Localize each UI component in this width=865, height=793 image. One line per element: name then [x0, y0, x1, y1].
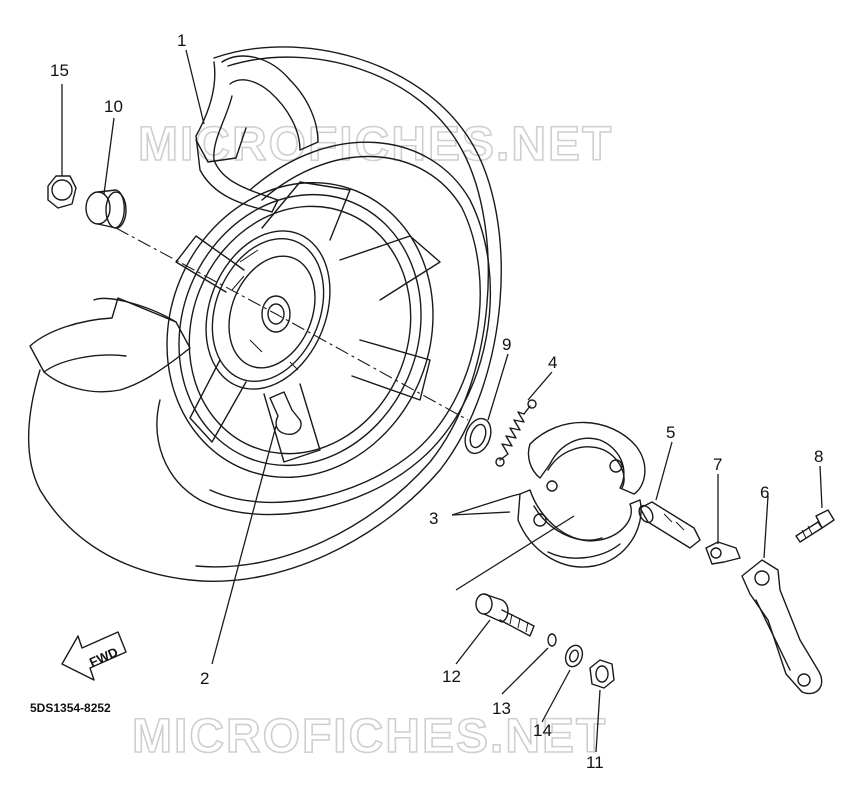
- callout-14: 14: [533, 721, 552, 740]
- callout-4: 4: [548, 353, 557, 372]
- brake-shoe-set-part-3: [517, 421, 646, 568]
- wear-indicator-part-7: [705, 541, 741, 565]
- axle-centerline: [115, 227, 469, 421]
- callout-12: 12: [442, 667, 461, 686]
- callout-15: 15: [50, 61, 69, 80]
- nut-part-11: [589, 659, 615, 689]
- wheel-tire-assembly: [27, 46, 502, 582]
- leader-lines: [61, 49, 823, 753]
- callout-11: 11: [586, 753, 604, 772]
- forward-arrow-label: FWD: [87, 644, 120, 670]
- callout-3: 3: [429, 509, 438, 528]
- forward-arrow-icon: FWD: [61, 631, 127, 681]
- callout-5: 5: [666, 423, 675, 442]
- spacer-part-10: [85, 189, 127, 229]
- drawing-code: 5DS1354-8252: [30, 701, 111, 715]
- nut-part-15: [47, 175, 77, 209]
- seal-part-9: [464, 417, 492, 455]
- callout-8: 8: [814, 447, 823, 466]
- washer-part-14: [564, 644, 584, 668]
- callout-1: 1: [177, 31, 186, 50]
- callout-10: 10: [104, 97, 123, 116]
- watermark-top: MICROFICHES.NET: [138, 118, 613, 171]
- spring-part-4: [495, 399, 537, 467]
- camshaft-part-5: [638, 501, 701, 549]
- callout-9: 9: [502, 335, 511, 354]
- callout-6: 6: [760, 483, 769, 502]
- callout-7: 7: [713, 455, 722, 474]
- cam-lever-part-6: [741, 559, 823, 695]
- bolt-part-8: [795, 509, 835, 543]
- bolt-part-12: [475, 593, 535, 637]
- callout-13: 13: [492, 699, 511, 718]
- washer-part-13: [547, 633, 557, 647]
- callout-2: 2: [200, 669, 209, 688]
- watermark-bottom: MICROFICHES.NET: [132, 710, 607, 763]
